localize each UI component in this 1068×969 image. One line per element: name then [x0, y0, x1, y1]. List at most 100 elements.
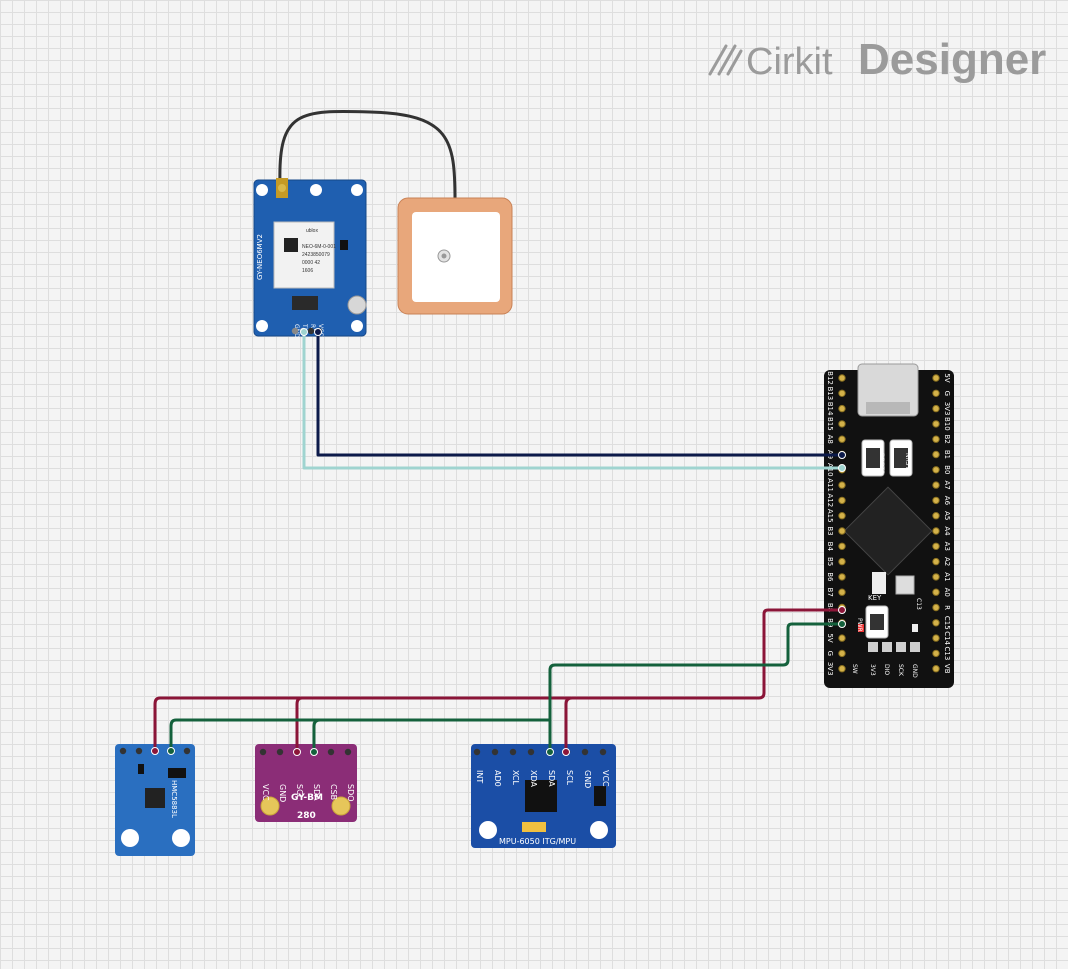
hmc-pin[interactable]	[183, 747, 191, 755]
mcu-pin-left-5v[interactable]	[838, 634, 846, 642]
mcu-pin-label: A8	[826, 435, 834, 444]
bmp-pin-label: SCL	[295, 784, 304, 800]
gps-patch-antenna[interactable]	[397, 197, 513, 315]
stm32-blackpill-board[interactable]: BOOT0 NRST KEY PWR C13 SW 3V3 DIO SCK GN…	[824, 363, 954, 688]
hmc5883l-module[interactable]: HMC5883L	[115, 744, 195, 856]
gps-pin-rx[interactable]	[307, 327, 315, 335]
chip-line: NEO-6M-0-001	[302, 244, 336, 250]
pencil-slash-icon	[708, 44, 743, 76]
hmc-pin[interactable]	[119, 747, 127, 755]
mcu-pin-label: A4	[943, 526, 951, 536]
mcu-pin-left-b6[interactable]	[838, 573, 846, 581]
mcu-pin-right-r[interactable]	[932, 603, 940, 612]
mpu-pin-ad0[interactable]	[491, 748, 499, 756]
mpu-pin-label: INT	[475, 770, 484, 783]
mcu-pin-label: C15	[943, 616, 951, 630]
mcu-pin-right-a0[interactable]	[932, 588, 940, 596]
mcu-pin-right-c13[interactable]	[932, 649, 940, 658]
mpu-pin-xcl[interactable]	[509, 748, 517, 756]
mpu-pin-int[interactable]	[473, 748, 481, 756]
mcu-pin-right-5v[interactable]	[932, 374, 940, 382]
mpu-pin-gnd[interactable]	[581, 748, 589, 756]
mcu-pin-right-a6[interactable]	[932, 496, 940, 505]
crystal	[872, 572, 886, 594]
mount-hole	[260, 796, 280, 816]
mcu-pin-left-a11[interactable]	[838, 481, 846, 489]
swd-pin[interactable]	[868, 642, 878, 652]
magnetometer-chip	[145, 788, 165, 808]
mount-hole	[590, 821, 608, 839]
wire-endpoint	[300, 328, 308, 336]
mcu-pin-left-b3[interactable]	[838, 527, 846, 535]
mcu-pin-label: 5V	[943, 373, 951, 382]
mcu-pin-left-b13[interactable]	[838, 389, 846, 397]
mcu-pin-label: B2	[943, 435, 951, 444]
wire-endpoint	[546, 748, 554, 756]
bmp-pin-vcc[interactable]	[259, 748, 267, 756]
mcu-pin-left-a12[interactable]	[838, 496, 846, 505]
wire-gps-rx-to-a9[interactable]	[316, 332, 842, 457]
mpu-pin-label: VCC	[601, 770, 610, 787]
mcu-pin-left-3v3[interactable]	[838, 665, 846, 673]
mcu-pin-right-b0[interactable]	[932, 466, 940, 474]
mcu-pin-left-a15[interactable]	[838, 512, 846, 520]
hmc-label: HMC5883L	[170, 780, 178, 818]
mcu-pin-right-a2[interactable]	[932, 557, 940, 566]
mcu-chip	[843, 486, 933, 576]
mcu-pin-left-b7[interactable]	[838, 588, 846, 596]
mcu-pin-left-b5[interactable]	[838, 557, 846, 566]
mcu-pin-right-a7[interactable]	[932, 481, 940, 489]
bmp-sub: 280	[297, 811, 316, 821]
gps-pin-gnd[interactable]	[291, 327, 299, 335]
mpu-pin-vcc[interactable]	[599, 748, 607, 756]
button-label: NRST	[904, 453, 911, 469]
mcu-pin-right-a1[interactable]	[932, 573, 940, 581]
gps-board-label: GY-NEO6MV2	[256, 234, 264, 280]
chip-line: 0000 42	[302, 260, 320, 266]
swd-pin[interactable]	[882, 642, 892, 652]
mcu-pin-right-vb[interactable]	[932, 665, 940, 673]
chip-line: ublox	[306, 228, 318, 234]
gps-module[interactable]: ublox NEO-6M-0-001 2423850079 0000 42 16…	[253, 178, 367, 338]
button-label: KEY	[868, 594, 882, 602]
mcu-pin-left-b15[interactable]	[838, 420, 846, 428]
mcu-pin-left-b12[interactable]	[838, 374, 846, 382]
mcu-pin-right-a4[interactable]	[932, 527, 940, 535]
mount-hole	[256, 320, 268, 332]
mcu-pin-left-b4[interactable]	[838, 542, 846, 550]
mcu-pin-right-a5[interactable]	[932, 512, 940, 520]
bmp-pin-sdo[interactable]	[344, 748, 352, 756]
mcu-pin-left-b14[interactable]	[838, 404, 846, 413]
mount-hole	[479, 821, 497, 839]
mpu6050-module[interactable]: INT AD0 XCL XDA SDA SCL GND VCC MPU-6050…	[471, 744, 616, 848]
swd-label: 3V3	[869, 664, 876, 676]
mcu-pin-right-b10[interactable]	[932, 420, 940, 428]
mcu-pin-label: B0	[943, 465, 951, 474]
bmp-pin-csb[interactable]	[327, 748, 335, 756]
mount-hole	[351, 320, 363, 332]
bmp280-module[interactable]: VCC GND SCL SDA CSB SDO GY-BM 280	[255, 744, 357, 822]
mcu-pin-right-a3[interactable]	[932, 542, 940, 550]
mpu-pin-label: AD0	[493, 770, 502, 787]
mpu-pin-xda[interactable]	[527, 748, 535, 756]
mcu-pin-label: A11	[826, 478, 834, 492]
mcu-pin-right-c15[interactable]	[932, 619, 940, 627]
wire-endpoint	[562, 748, 570, 756]
wire-endpoint	[310, 748, 318, 756]
mcu-pin-left-a8[interactable]	[838, 435, 846, 443]
wire-sda-bus[interactable]	[169, 622, 842, 752]
mcu-pin-left-g[interactable]	[838, 649, 846, 658]
mcu-pin-right-b2[interactable]	[932, 435, 940, 443]
wire-gps-tx-to-a10[interactable]	[302, 332, 842, 470]
mcu-pin-right-b1[interactable]	[932, 450, 940, 459]
mount-hole	[121, 829, 139, 847]
wire-scl-bus[interactable]	[153, 608, 842, 752]
swd-pin[interactable]	[896, 642, 906, 652]
mcu-pin-right-g[interactable]	[932, 389, 940, 397]
bmp-pin-gnd[interactable]	[276, 748, 284, 756]
mcu-pin-right-3v3[interactable]	[932, 404, 940, 413]
mcu-pin-label: B7	[826, 588, 834, 597]
swd-pin[interactable]	[910, 642, 920, 652]
mcu-pin-right-c14[interactable]	[932, 634, 940, 642]
hmc-pin[interactable]	[135, 747, 143, 755]
